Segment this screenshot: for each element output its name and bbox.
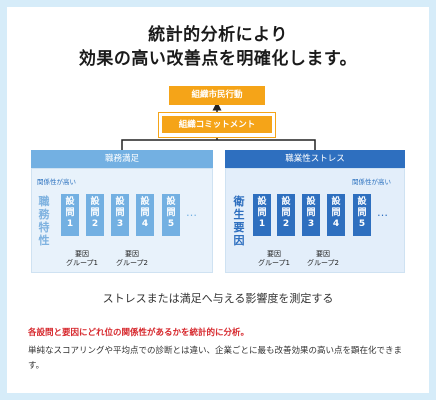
outcome-box: 組織市民行動 — [169, 86, 265, 105]
left-group-1: 要因 グループ1 — [65, 250, 99, 267]
commitment-box: 組織コミットメント — [161, 115, 273, 134]
left-ellipsis: … — [186, 206, 197, 219]
elbow-left — [121, 139, 217, 150]
left-vertical-label: 職務特性 — [38, 195, 50, 247]
right-ellipsis: … — [377, 206, 388, 219]
right-vertical-label: 衛生要因 — [233, 195, 245, 247]
right-group-2: 要因 グループ2 — [306, 250, 340, 267]
caption: ストレスまたは満足へ与える影響度を測定する — [102, 292, 334, 305]
highlight-text: 各設問と要因にどれ位の関係性があるかを統計的に分析。 — [28, 328, 250, 338]
right-group-1: 要因 グループ1 — [257, 250, 291, 267]
left-correlation-label: 関係性が高い — [37, 178, 76, 186]
title-line-1: 統計的分析により — [148, 25, 288, 45]
title-line-2: 効果の高い改善点を明確化します。 — [78, 49, 358, 69]
left-group-2: 要因 グループ2 — [115, 250, 149, 267]
right-correlation-label: 関係性が高い — [352, 178, 391, 186]
description-text: 単純なスコアリングや平均点での診断とは違い、企業ごとに最も改善効果の高い点を顕在… — [28, 346, 403, 371]
right-header: 職業性ストレス — [225, 150, 405, 168]
elbow-right — [217, 139, 316, 150]
left-header: 職務満足 — [31, 150, 213, 168]
